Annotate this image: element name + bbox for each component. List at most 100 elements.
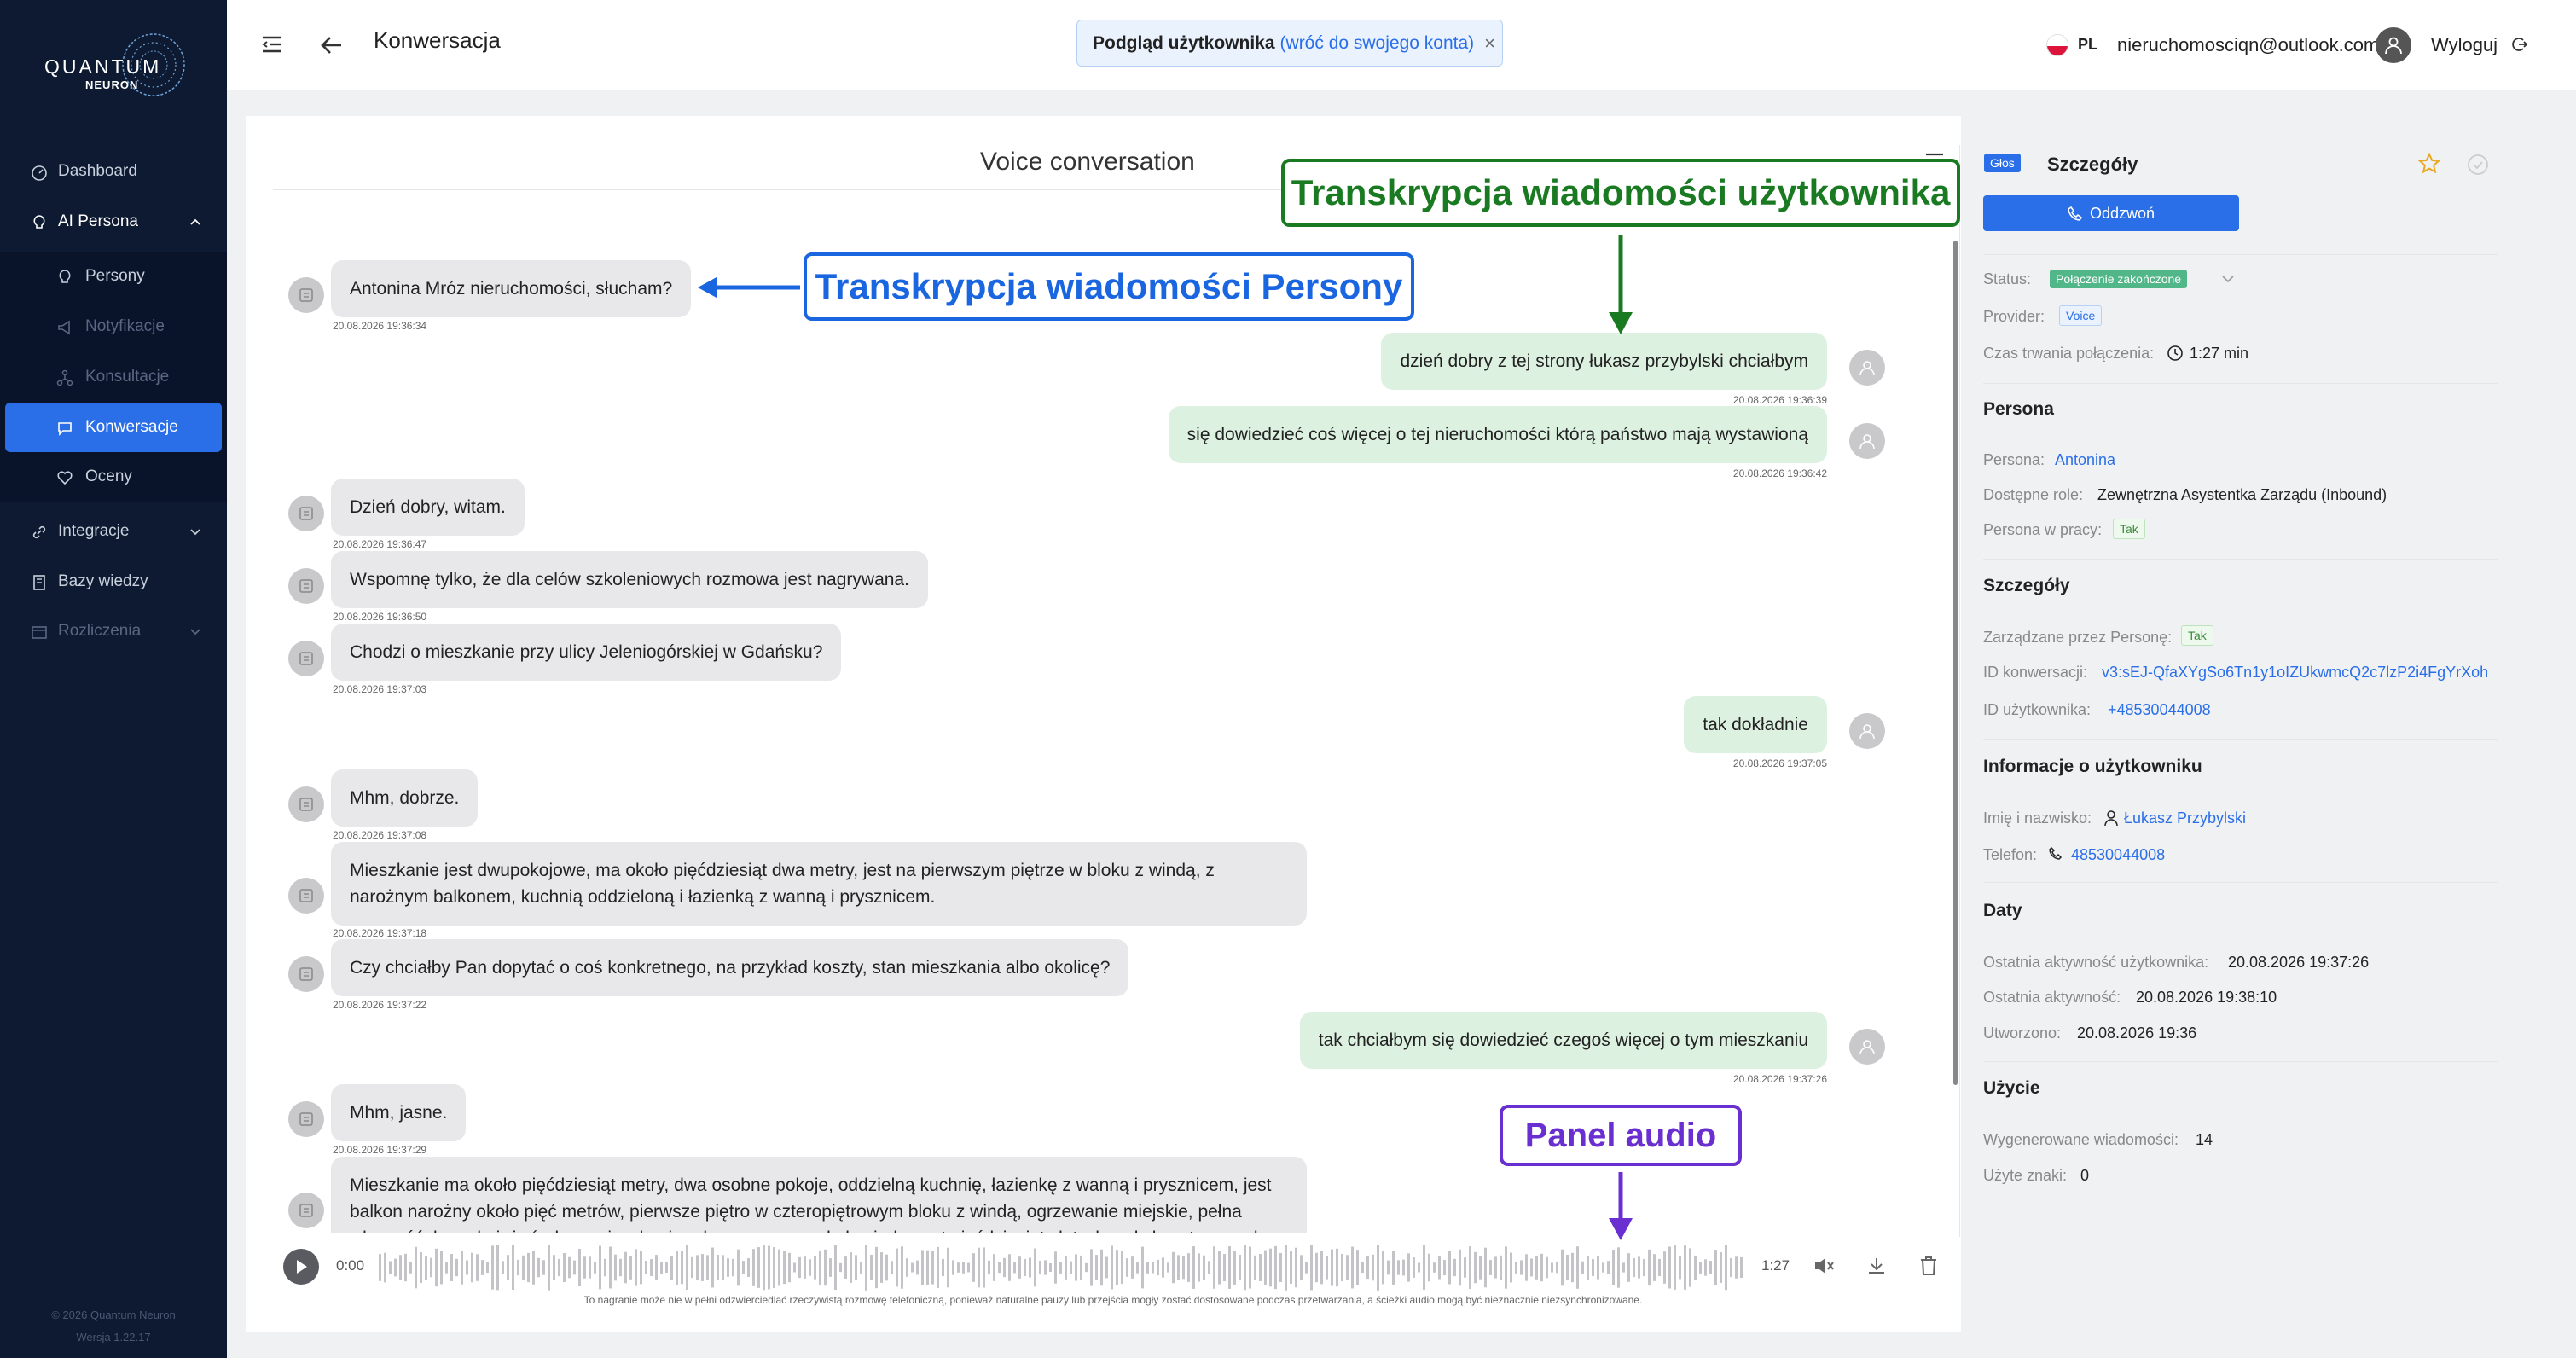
waveform-bar [1254, 1255, 1256, 1280]
waveform-bar [450, 1254, 453, 1281]
usage-heading: Użycie [1983, 1078, 2040, 1098]
return-to-account-link[interactable]: (wróć do swojego konta) [1279, 32, 1475, 53]
waveform-bar [1648, 1249, 1651, 1286]
sidebar-item-rozliczenia[interactable]: Rozliczenia [0, 606, 227, 656]
waveform-bar [491, 1245, 494, 1290]
waveform-bar [573, 1260, 576, 1275]
sidebar-item-label: Integracje [58, 522, 130, 540]
language-code[interactable]: PL [2078, 36, 2098, 53]
persona-message: Dzień dobry, witam.20.08.2026 19:36:47 [273, 479, 1894, 606]
waveform-bar [1136, 1262, 1139, 1274]
play-button[interactable] [283, 1249, 319, 1285]
waveform-bar [532, 1251, 535, 1285]
waveform-bar [1346, 1255, 1349, 1280]
audio-waveform[interactable] [379, 1242, 1743, 1293]
user-avatar-icon[interactable] [2376, 27, 2411, 63]
waveform-bar [1407, 1253, 1410, 1282]
duration-value: 1:27 min [2190, 345, 2249, 362]
volume-mute-icon[interactable] [1813, 1256, 1836, 1276]
message-timestamp: 20.08.2026 19:37:22 [333, 999, 427, 1011]
chevron-down-icon[interactable] [2221, 273, 2235, 285]
user-name-link[interactable]: Łukasz Przybylski [2124, 810, 2247, 827]
waveform-bar [752, 1249, 755, 1286]
poland-flag-icon[interactable] [2046, 34, 2068, 56]
phone-link[interactable]: 48530044008 [2071, 846, 2166, 863]
persona-avatar-icon [288, 878, 324, 914]
book-icon [31, 574, 48, 591]
waveform-bar [788, 1252, 791, 1283]
persona-message: Antonina Mróz nieruchomości, słucham?20.… [273, 260, 1894, 388]
waveform-bar [1622, 1262, 1625, 1273]
sidebar-item-notyfikacje[interactable]: Notyfikacje [0, 302, 227, 351]
sidebar-item-konsultacje[interactable]: Konsultacje [0, 352, 227, 402]
logout-button[interactable]: Wyloguj [2431, 34, 2498, 55]
waveform-bar [512, 1245, 514, 1291]
waveform-bar [604, 1258, 606, 1277]
close-banner-button[interactable]: × [1484, 32, 1495, 54]
persona-heading: Persona [1983, 399, 2054, 419]
back-arrow-icon[interactable] [319, 32, 345, 58]
callback-button[interactable]: Oddzwoń [1983, 195, 2239, 231]
waveform-bar [844, 1256, 847, 1279]
sidebar-item-persony[interactable]: Persony [0, 252, 227, 301]
star-icon[interactable] [2417, 152, 2441, 176]
logout-icon[interactable] [2511, 36, 2528, 53]
version: Wersja 1.22.17 [76, 1331, 151, 1343]
waveform-bar [1187, 1253, 1190, 1282]
waveform-bar [747, 1258, 750, 1277]
menu-toggle-icon[interactable] [261, 34, 283, 55]
waveform-bar [804, 1256, 806, 1279]
waveform-bar [947, 1247, 949, 1288]
sidebar-item-ai-persona[interactable]: AI Persona [0, 197, 227, 247]
sidebar-item-bazy-wiedzy[interactable]: Bazy wiedzy [0, 557, 227, 606]
user-id-link[interactable]: +48530044008 [2108, 701, 2211, 718]
waveform-bar [732, 1258, 734, 1277]
banner-title: Podgląd użytkownika [1093, 32, 1275, 53]
waveform-bar [1233, 1251, 1236, 1285]
voice-badge: Głos [1984, 154, 2021, 172]
person-icon [2103, 810, 2119, 827]
waveform-bar [757, 1247, 760, 1288]
details-title: Szczegóły [2047, 154, 2138, 175]
sidebar-item-label: Bazy wiedzy [58, 572, 148, 590]
waveform-bar [686, 1245, 688, 1291]
persona-message: Mhm, jasne.20.08.2026 19:37:29 [273, 1084, 1894, 1212]
persona-avatar-icon [288, 568, 324, 604]
waveform-bar [824, 1249, 827, 1286]
callback-label: Oddzwoń [2089, 204, 2155, 222]
sidebar-item-label: AI Persona [58, 212, 138, 230]
waveform-bar [1392, 1251, 1395, 1285]
waveform-bar [435, 1248, 438, 1287]
audio-panel: 0:00 1:27 [273, 1228, 1953, 1305]
roles-label: Dostępne role [1983, 486, 2080, 503]
waveform-bar [1474, 1251, 1477, 1284]
download-icon[interactable] [1866, 1256, 1887, 1276]
chevron-down-icon [188, 524, 203, 539]
sidebar-item-oceny[interactable]: Oceny [0, 452, 227, 502]
scrollbar[interactable] [1953, 241, 1958, 1085]
sidebar-item-konwersacje[interactable]: Konwersacje [5, 403, 222, 452]
waveform-bar [1433, 1262, 1436, 1273]
waveform-bar [1694, 1255, 1697, 1280]
waveform-bar [1223, 1254, 1226, 1281]
status-label: Status [1983, 270, 2028, 287]
sidebar-item-dashboard[interactable]: Dashboard [0, 147, 227, 196]
check-circle-icon[interactable] [2467, 154, 2489, 176]
delete-icon[interactable] [1919, 1256, 1938, 1276]
waveform-bar [1505, 1246, 1507, 1289]
waveform-bar [931, 1251, 934, 1285]
waveform-bar [1520, 1260, 1523, 1275]
waveform-bar [430, 1257, 432, 1278]
logo[interactable]: QUANTUM NEURON [43, 29, 188, 104]
sidebar-item-integracje[interactable]: Integracje [0, 507, 227, 556]
user-email: nieruchomosciqn@outlook.com [2117, 34, 2380, 55]
conversation-id-link[interactable]: v3:sEJ-QfaXYgSo6Tn1y1oIZUkwmcQ2c7lzP2i4F… [2102, 664, 2489, 681]
billing-icon [31, 624, 48, 641]
waveform-bar [471, 1252, 473, 1283]
waveform-bar [706, 1255, 709, 1280]
waveform-bar [486, 1262, 489, 1274]
waveform-bar [1054, 1251, 1057, 1284]
waveform-bar [1479, 1256, 1482, 1280]
waveform-bar [1044, 1260, 1047, 1275]
persona-link[interactable]: Antonina [2055, 451, 2116, 468]
